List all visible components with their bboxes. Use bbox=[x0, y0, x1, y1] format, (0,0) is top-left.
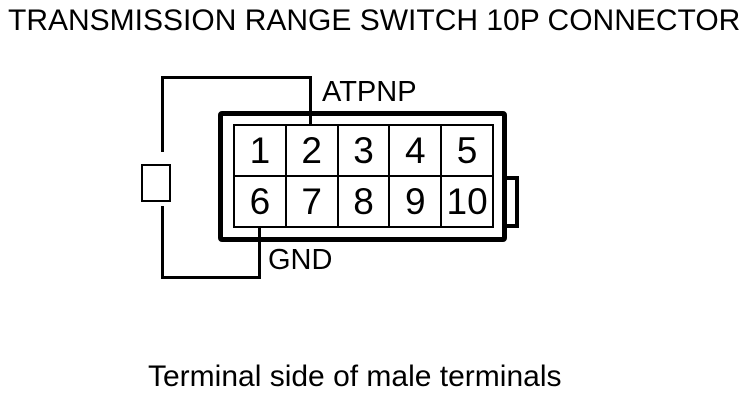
pin-cell-4: 4 bbox=[390, 126, 441, 175]
pin-cell-8: 8 bbox=[338, 177, 389, 226]
label-gnd: GND bbox=[268, 244, 333, 276]
wire-left-upper bbox=[161, 76, 164, 152]
component-box bbox=[141, 164, 171, 202]
pin-cell-1: 1 bbox=[235, 126, 285, 175]
pin-cell-6: 6 bbox=[235, 177, 285, 226]
caption: Terminal side of male terminals bbox=[148, 360, 562, 393]
pin-cell-5: 5 bbox=[442, 126, 492, 175]
pin-cell-2: 2 bbox=[286, 126, 337, 175]
wire-atpnp-horizontal bbox=[161, 76, 312, 79]
diagram-title: TRANSMISSION RANGE SWITCH 10P CONNECTOR bbox=[8, 4, 741, 37]
wire-atpnp-vertical bbox=[309, 76, 312, 130]
wire-left-lower bbox=[161, 206, 164, 279]
pin-cell-9: 9 bbox=[390, 177, 441, 226]
label-atpnp: ATPNP bbox=[322, 76, 417, 108]
pin-grid: 1 2 3 4 5 6 7 8 9 10 bbox=[233, 124, 494, 228]
pin-cell-3: 3 bbox=[338, 126, 389, 175]
wire-gnd-horizontal bbox=[161, 276, 261, 279]
pin-cell-7: 7 bbox=[286, 177, 337, 226]
pin-cell-10: 10 bbox=[442, 177, 492, 226]
wire-gnd-vertical bbox=[258, 226, 261, 279]
connector-lock-tab bbox=[504, 176, 519, 228]
